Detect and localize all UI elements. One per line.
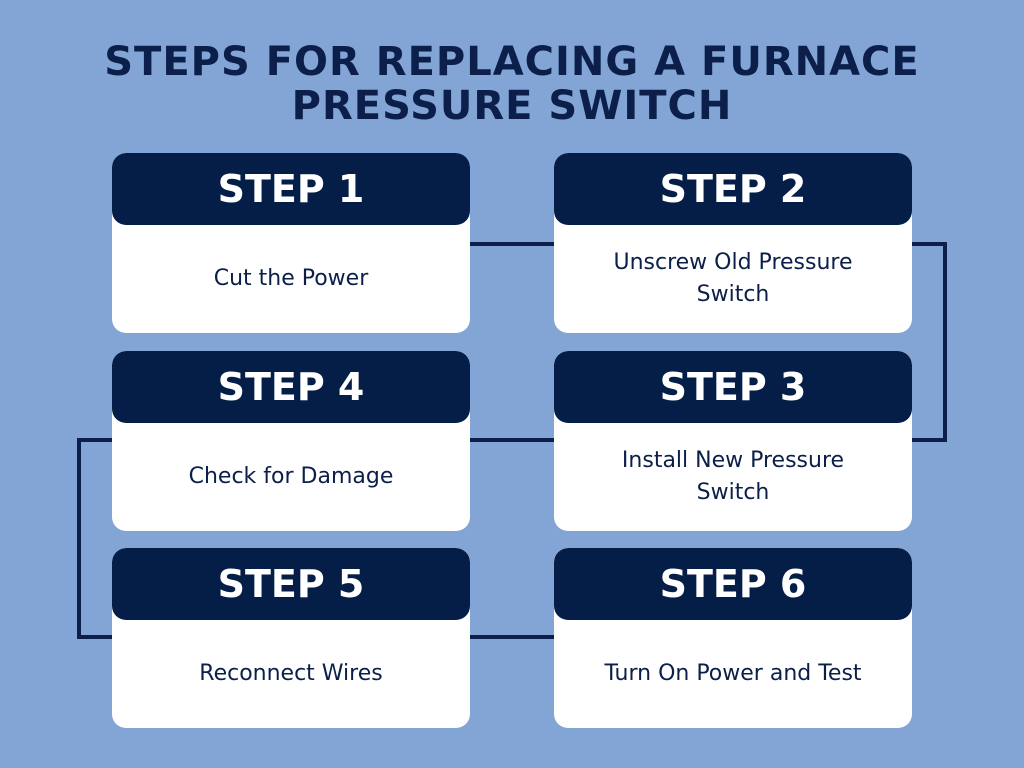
- step-label: STEP 6: [554, 548, 912, 620]
- title-line-2: PRESSURE SWITCH: [291, 83, 733, 129]
- step-card-4: STEP 4 Check for Damage: [112, 351, 470, 531]
- step-label: STEP 4: [112, 351, 470, 423]
- title-line-1: STEPS FOR REPLACING A FURNACE: [104, 39, 920, 85]
- step-card-2: STEP 2 Unscrew Old Pressure Switch: [554, 153, 912, 333]
- step-text: Reconnect Wires: [199, 661, 383, 686]
- connector-2-3-bottom: [912, 438, 947, 442]
- step-text: Cut the Power: [213, 266, 369, 291]
- connector-1-2: [470, 242, 554, 246]
- connector-2-3-vertical: [943, 242, 947, 442]
- step-label: STEP 1: [112, 153, 470, 225]
- connector-5-6: [470, 635, 554, 639]
- step-text: Check for Damage: [188, 464, 394, 489]
- step-text: Install New Pressure Switch: [621, 448, 845, 505]
- step-card-6: STEP 6 Turn On Power and Test: [554, 548, 912, 728]
- connector-4-5-vertical: [77, 438, 81, 639]
- step-label: STEP 5: [112, 548, 470, 620]
- step-text: Turn On Power and Test: [604, 661, 862, 686]
- step-card-3: STEP 3 Install New Pressure Switch: [554, 351, 912, 531]
- step-label: STEP 3: [554, 351, 912, 423]
- step-card-1: STEP 1 Cut the Power: [112, 153, 470, 333]
- page-title: STEPS FOR REPLACING A FURNACE PRESSURE S…: [0, 40, 1024, 128]
- step-text: Unscrew Old Pressure Switch: [613, 250, 853, 307]
- connector-2-3-top: [912, 242, 947, 246]
- connector-4-5-top: [77, 438, 112, 442]
- connector-4-5-bottom: [77, 635, 112, 639]
- step-label: STEP 2: [554, 153, 912, 225]
- connector-3-4: [470, 438, 554, 442]
- step-card-5: STEP 5 Reconnect Wires: [112, 548, 470, 728]
